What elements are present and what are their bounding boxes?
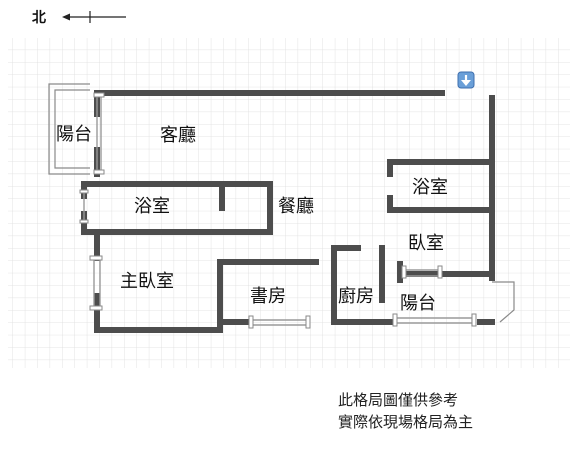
room-label-study: 書房 — [250, 286, 286, 307]
room-label-bedroom: 臥室 — [408, 233, 444, 254]
windows — [79, 92, 477, 329]
room-label-balcony-north: 陽台 — [56, 124, 92, 145]
room-label-bathroom-left: 浴室 — [134, 196, 170, 217]
room-label-master-bedroom: 主臥室 — [120, 271, 174, 292]
compass: 北 — [32, 10, 126, 26]
down-arrow-icon — [457, 71, 475, 89]
balcony-north-outline — [48, 83, 90, 175]
room-label-bathroom-right: 浴室 — [412, 177, 448, 198]
north-label: 北 — [32, 10, 46, 26]
disclaimer-line-2: 實際依現場格局為主 — [338, 413, 474, 431]
room-label-living-room: 客廳 — [160, 125, 196, 146]
room-labels: 陽台 客廳 浴室 餐廳 浴室 臥室 主臥室 書房 廚房 陽台 — [56, 124, 448, 314]
room-label-dining-room: 餐廳 — [278, 196, 314, 217]
disclaimer-line-1: 此格局圖僅供參考 — [338, 391, 459, 409]
room-label-balcony-south: 陽台 — [400, 293, 436, 314]
north-arrow-icon — [62, 11, 126, 23]
balcony-south-outline — [492, 281, 515, 323]
room-label-kitchen: 廚房 — [338, 285, 374, 307]
